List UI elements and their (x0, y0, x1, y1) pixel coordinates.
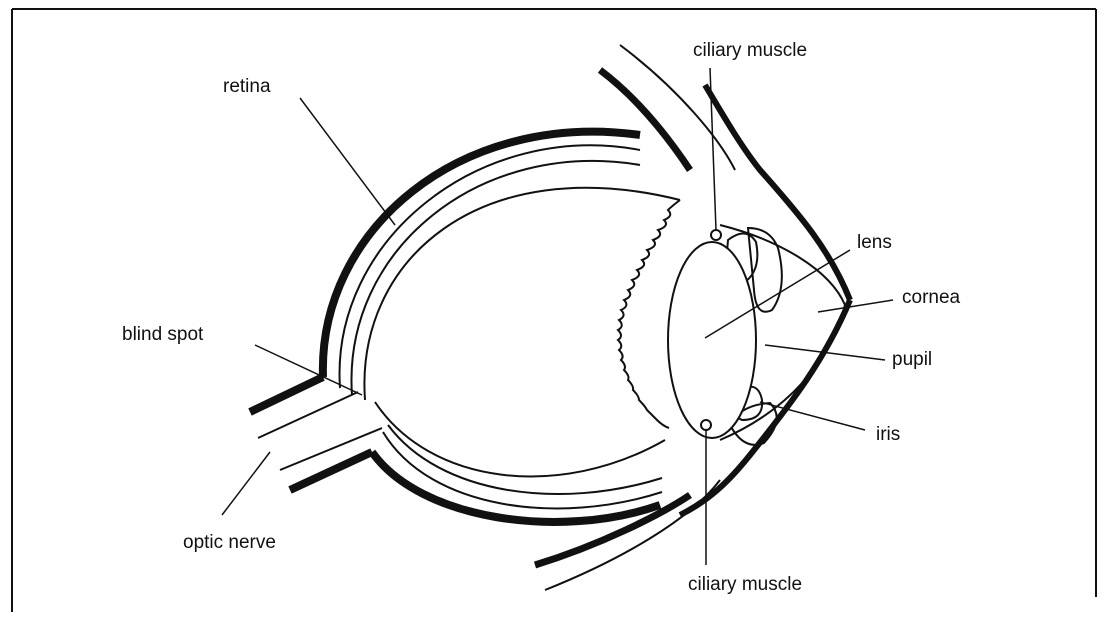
label-ciliary-muscle-bottom: ciliary muscle (688, 574, 802, 595)
label-optic-nerve: optic nerve (183, 532, 276, 553)
label-pupil: pupil (892, 349, 932, 370)
label-ciliary-muscle-top: ciliary muscle (693, 40, 807, 61)
optic-nerve (250, 377, 382, 490)
label-iris: iris (876, 424, 900, 445)
retina-inner-lower (375, 402, 665, 476)
label-cornea: cornea (902, 287, 961, 308)
lens (668, 242, 756, 438)
eyeball (323, 132, 680, 522)
leader-retina (300, 98, 395, 225)
leader-ciliary-muscle-top (710, 68, 716, 230)
ciliary-attachment-top (711, 230, 721, 240)
label-retina: retina (223, 76, 271, 97)
leader-optic-nerve (222, 452, 270, 515)
leader-lines (222, 68, 893, 565)
label-blind-spot: blind spot (122, 324, 204, 345)
retina-inner-upper (364, 188, 680, 400)
leader-cornea (818, 300, 893, 312)
label-lens: lens (857, 232, 892, 253)
ciliary-attachment-bottom (701, 420, 711, 430)
